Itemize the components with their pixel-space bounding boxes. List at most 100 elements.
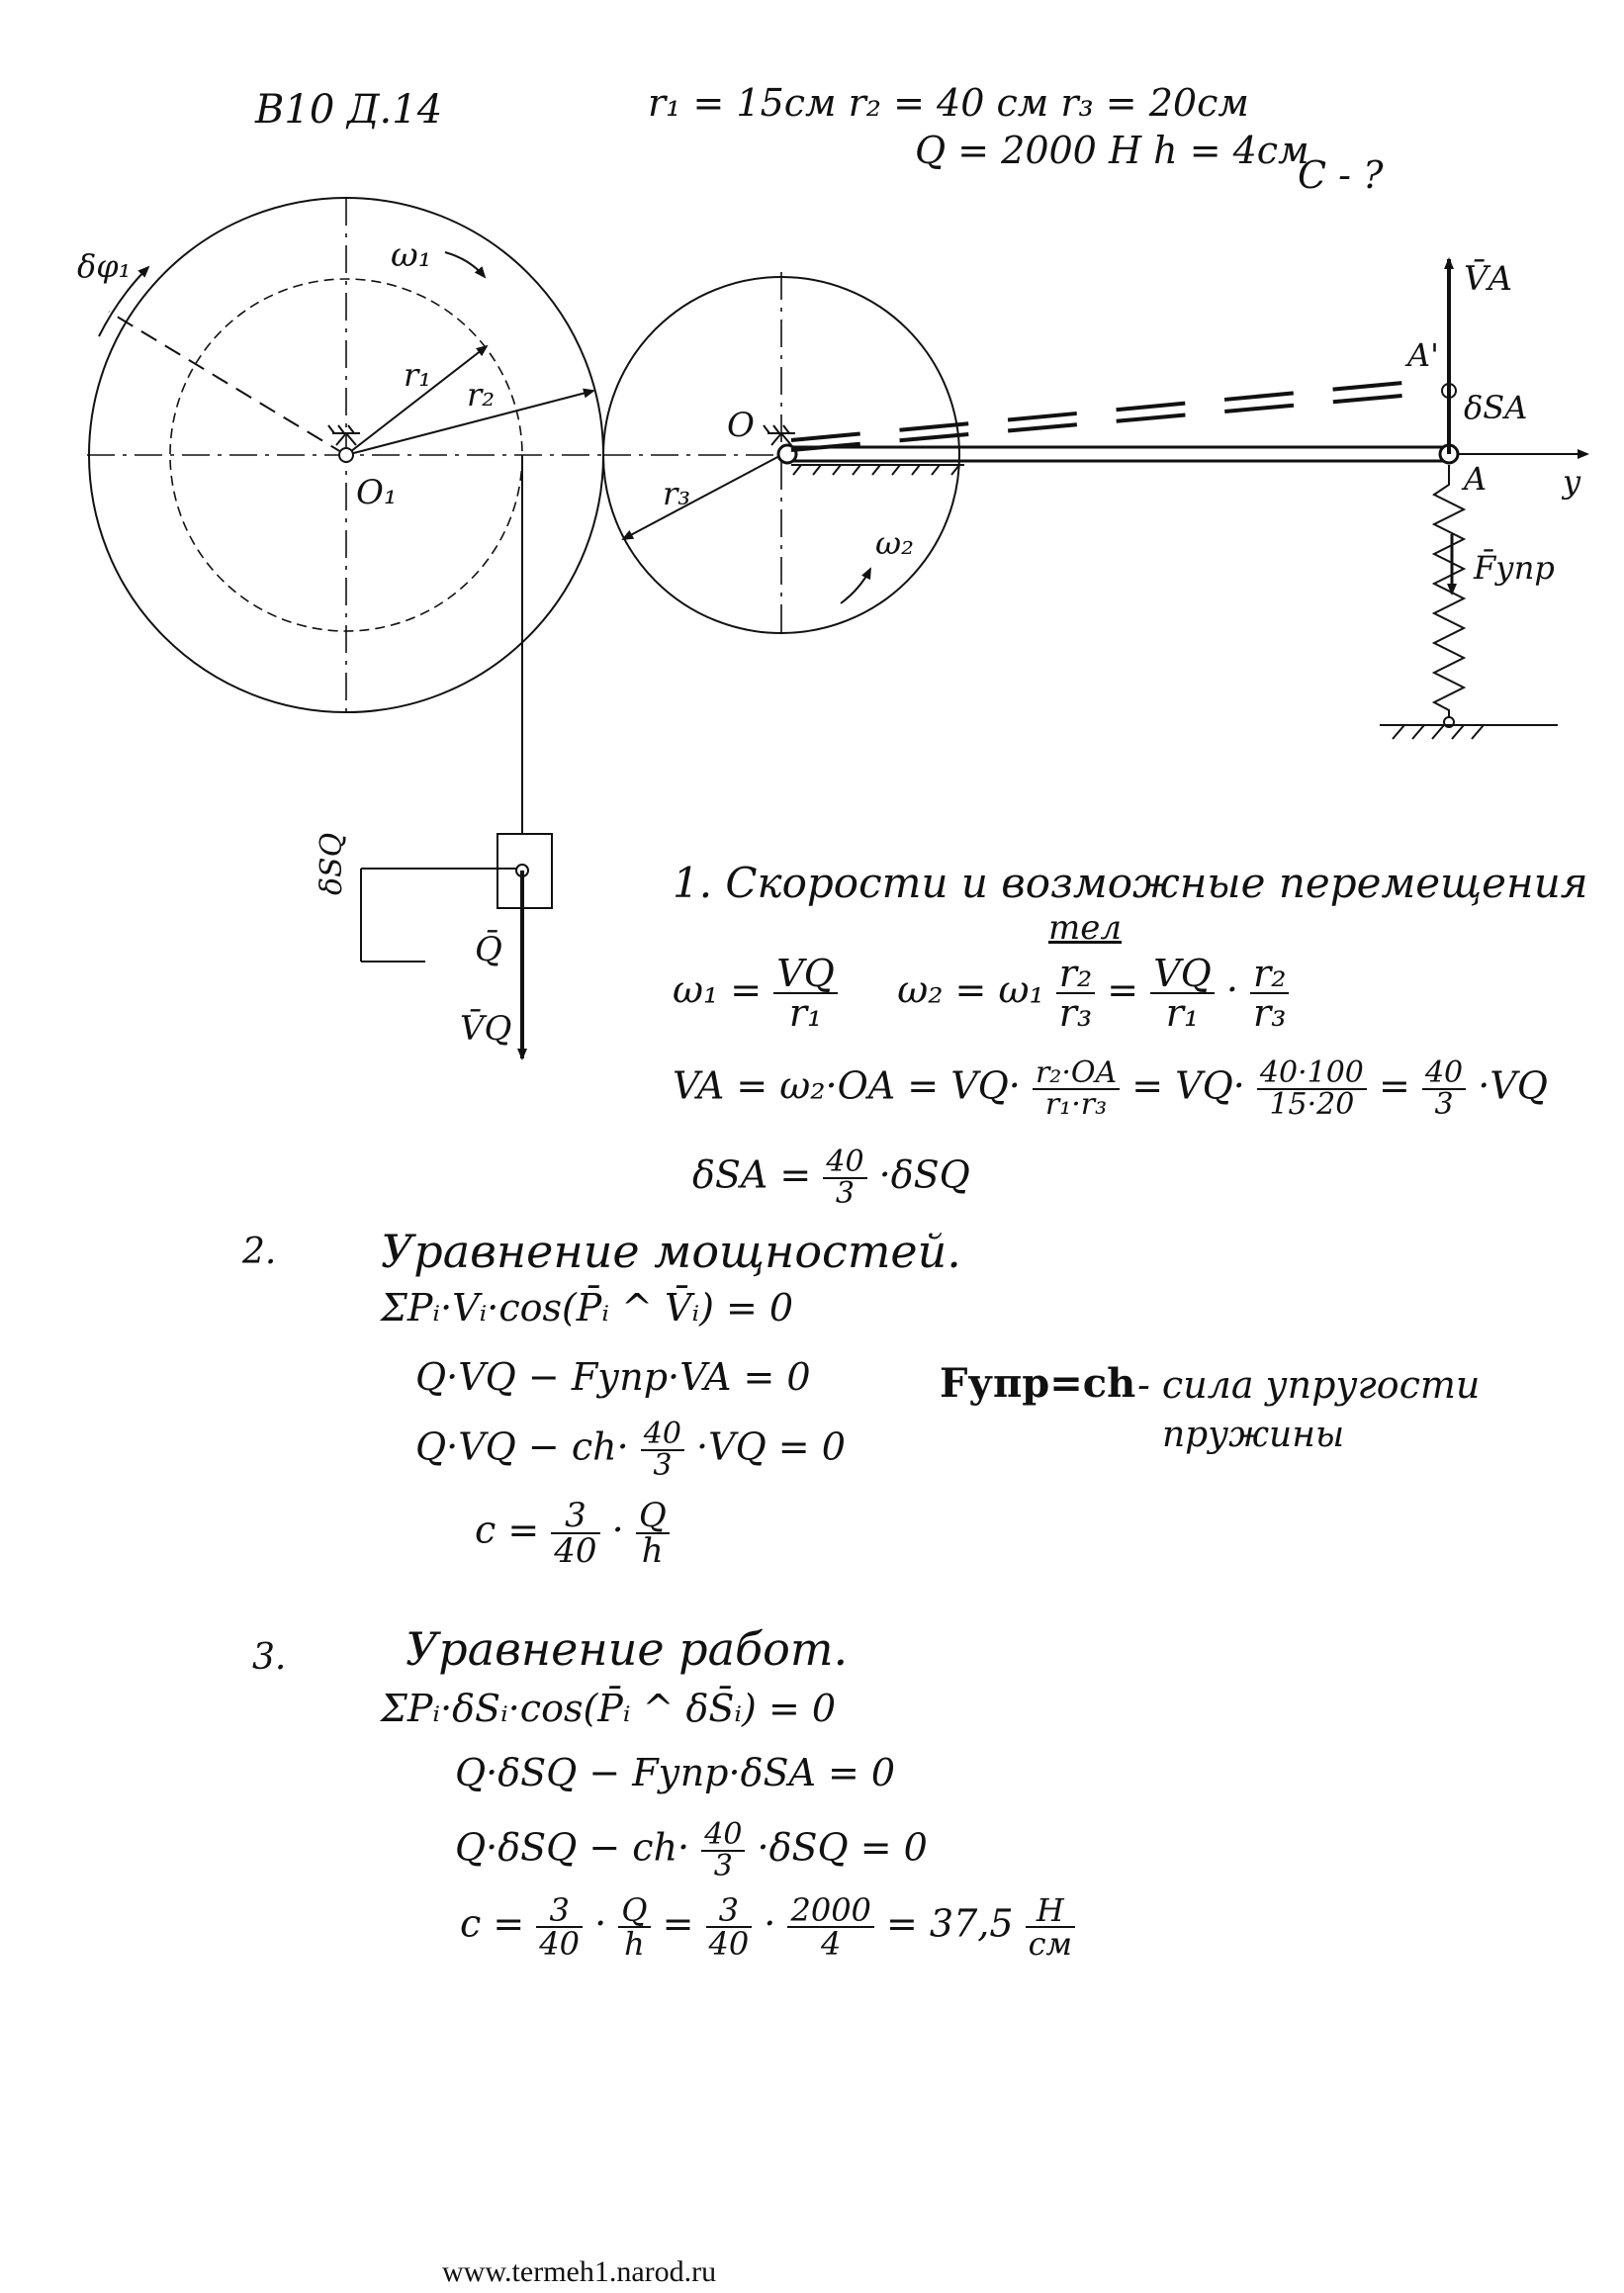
label-Fupr: F̄упр: [1474, 549, 1555, 587]
eq4-result: = 37,5: [886, 1901, 1014, 1946]
label-A-prime: A': [1407, 336, 1439, 374]
denominator: 40: [539, 1925, 581, 1963]
denominator: h: [624, 1925, 645, 1963]
eq3-lhs: δSA =: [692, 1152, 812, 1197]
numerator: r₂: [1055, 955, 1096, 994]
params-line-2: Q = 2000 Н h = 4см: [915, 129, 1309, 172]
denominator: 3: [1434, 1087, 1454, 1122]
denominator: 3: [653, 1448, 673, 1483]
rod-displaced-top: [790, 379, 1425, 442]
label-O: O: [727, 406, 755, 445]
omega2-arc: [840, 567, 871, 604]
label-VA: V̄A: [1464, 259, 1513, 299]
numerator: Q: [618, 1894, 651, 1928]
numerator: r₂·OA: [1032, 1058, 1121, 1090]
numerator: 40: [1421, 1058, 1467, 1090]
pulley-1: [87, 197, 605, 713]
numerator: 2000: [787, 1894, 874, 1928]
section3-eq2: Q·δSQ − Fупр·δSA = 0: [455, 1751, 896, 1794]
denominator: r₁: [1165, 991, 1200, 1035]
eq3-tail: ·δSQ = 0: [757, 1825, 928, 1870]
label-VQ: V̄Q: [460, 1009, 512, 1049]
rod-displaced-bottom: [790, 392, 1425, 452]
label-omega1: ω₁: [391, 235, 432, 275]
denominator: 3: [835, 1176, 856, 1211]
O-support: [763, 424, 795, 446]
denominator: h: [641, 1531, 664, 1571]
eq2-eq: =: [1379, 1063, 1410, 1108]
label-Q: Q̄: [475, 930, 502, 969]
spring-force-note-2: пружины: [1162, 1415, 1345, 1455]
O-ground-hatch: [791, 464, 964, 476]
numerator: 40: [640, 1420, 684, 1451]
spring-ground-hatch: [1392, 724, 1485, 740]
section3-heading: Уравнение работ.: [406, 1622, 849, 1676]
numerator: Q: [635, 1499, 670, 1534]
O1-support: [327, 424, 360, 446]
section3-number: 3.: [252, 1637, 287, 1678]
r1-arrow: [345, 344, 489, 456]
eq3-tail: ·δSQ: [878, 1152, 970, 1197]
eq1b-text: ω₂ = ω₁: [897, 967, 1044, 1012]
numerator: 3: [705, 1894, 753, 1928]
spring: [1380, 465, 1558, 740]
numerator: 40: [823, 1147, 867, 1179]
eq2-lhs: VA = ω₂·OA = VQ·: [673, 1063, 1021, 1108]
denominator: 40: [708, 1925, 750, 1963]
section2-number: 2.: [242, 1232, 277, 1272]
numerator: r₂: [1250, 955, 1290, 994]
numerator: VQ: [1150, 955, 1215, 994]
section2-eq2: Q·VQ − Fупр·VA = 0: [415, 1355, 811, 1399]
spring-force-formula: Fупр=ch: [940, 1360, 1136, 1407]
numerator: Н: [1025, 1894, 1076, 1928]
label-dSQ: δSQ: [315, 832, 349, 895]
eq3-tail: ·VQ = 0: [696, 1424, 846, 1469]
denominator: r₁: [788, 991, 823, 1035]
label-O1: O₁: [356, 473, 398, 512]
section3-eq1: ΣPᵢ·δSᵢ·cos(P̄ᵢ ^ δS̄ᵢ) = 0: [381, 1687, 837, 1730]
label-r2: r₂: [467, 376, 496, 413]
denominator: 4: [821, 1925, 842, 1963]
r3-arrow: [621, 454, 782, 540]
rod-OA: [776, 379, 1589, 465]
r2-arrow: [345, 388, 595, 456]
section2-eq1: ΣPᵢ·Vᵢ·cos(P̄ᵢ ^ V̄ᵢ) = 0: [381, 1286, 794, 1330]
dphi1-arc: [98, 265, 150, 337]
load-block: [496, 833, 553, 909]
eq1a-lhs: ω₁ =: [673, 967, 763, 1012]
numerator: 40: [701, 1820, 746, 1852]
denominator: 3: [713, 1849, 733, 1883]
footer-url: www.termeh1.narod.ru: [442, 2255, 717, 2288]
wheel-2: [602, 272, 964, 638]
eq3-lhs: Q·δSQ − ch·: [455, 1825, 690, 1870]
label-dSA: δSA: [1464, 389, 1528, 426]
params-line-1: r₁ = 15см r₂ = 40 см r₃ = 20см: [648, 81, 1249, 125]
eq2-mid: = VQ·: [1131, 1063, 1245, 1108]
omega1-arc: [444, 251, 487, 279]
denominator: 40: [554, 1531, 597, 1571]
eq3-lhs: Q·VQ − ch·: [415, 1424, 629, 1469]
label-dphi1: δφ₁: [77, 247, 132, 285]
label-r1: r₁: [404, 356, 432, 394]
label-y: y: [1563, 463, 1581, 501]
O-pin: [776, 443, 798, 465]
